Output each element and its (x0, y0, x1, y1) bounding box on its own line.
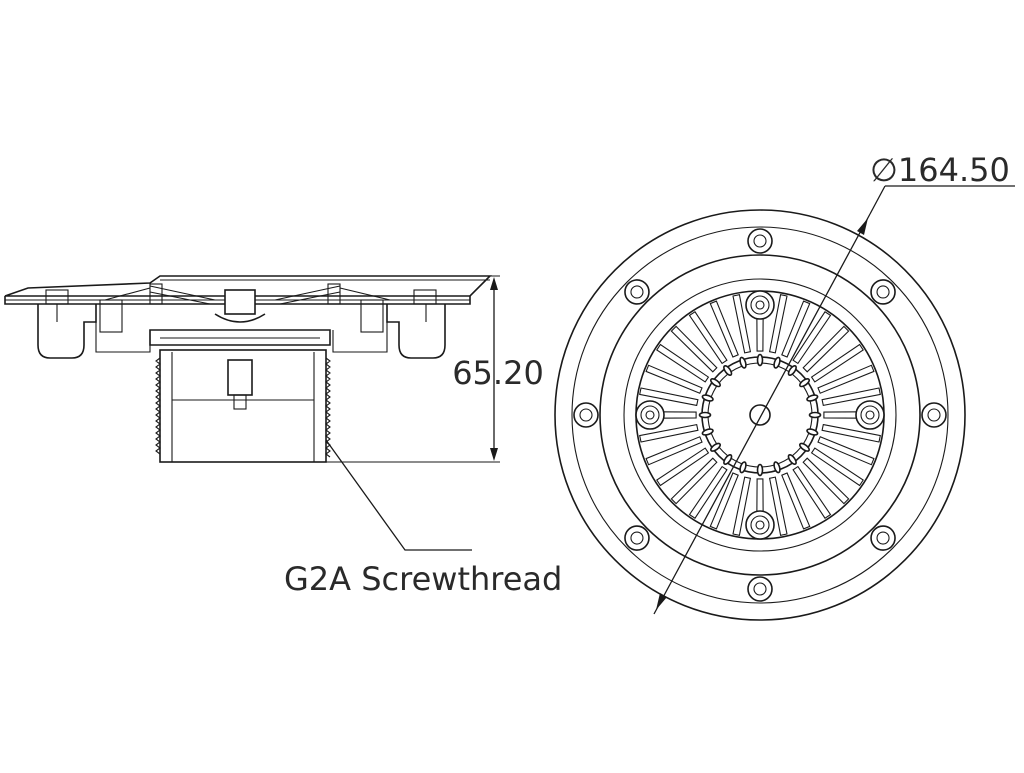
center-slot (798, 442, 810, 452)
grille-rib (781, 472, 811, 530)
grille-rib (781, 300, 811, 358)
center-slot (756, 353, 764, 367)
grille-rib (768, 476, 788, 536)
diameter-dimension-line (653, 213, 871, 615)
center-slots (698, 353, 822, 477)
grille-rib (656, 343, 710, 383)
grille-rib (802, 325, 850, 373)
grille-rib (670, 325, 718, 373)
mounting-hole (624, 525, 650, 551)
hub-cap (224, 289, 256, 315)
mounting-hole (624, 279, 650, 305)
bolt (227, 359, 253, 396)
threaded-body (159, 349, 327, 463)
grille-rib (645, 436, 703, 466)
screw-hole (745, 510, 775, 540)
inner-screw-holes (635, 290, 885, 540)
grille-rib (810, 343, 864, 383)
center-slot (710, 442, 722, 452)
side-view: 65.20 G2A Screwthread (4, 275, 562, 598)
grille-rib (639, 423, 699, 443)
grille-rib (688, 465, 728, 519)
center-slot (808, 411, 822, 419)
grille-rib (656, 447, 710, 487)
grille-rib (792, 311, 832, 365)
grille-rib (792, 465, 832, 519)
grille-rib (709, 472, 739, 530)
grille-rib (732, 476, 752, 536)
center-slot (709, 378, 721, 388)
left-clip (37, 304, 97, 359)
center-slot (739, 461, 747, 474)
grille-rib (639, 387, 699, 407)
front-view: ∅164.50 (554, 151, 1015, 621)
grille-rib (688, 311, 728, 365)
grille-rib (645, 364, 703, 394)
mounting-hole (747, 228, 773, 254)
center-slot (723, 454, 733, 466)
center-slot (806, 394, 819, 402)
mounting-hole (573, 402, 599, 428)
center-slot (756, 463, 764, 477)
diameter-dimension-label: ∅164.50 (870, 151, 1010, 189)
grille-rib (670, 457, 718, 505)
screw-hole (855, 400, 885, 430)
thread-callout-label: G2A Screwthread (284, 560, 562, 598)
outer-mounting-holes (573, 228, 947, 602)
outer-rim (554, 209, 966, 621)
grille-rib (802, 457, 850, 505)
center-slot (773, 461, 781, 474)
center-slot (698, 411, 712, 419)
thread-leader-line (325, 439, 472, 551)
center-slot (787, 454, 797, 466)
height-dimension-label: 65.20 (452, 354, 544, 392)
grille-rib (821, 387, 881, 407)
grille-rib (821, 423, 881, 443)
center-slot (701, 394, 714, 402)
center-hole (749, 404, 771, 426)
mounting-hole (921, 402, 947, 428)
center-slot (739, 356, 747, 369)
grille-rib (732, 294, 752, 354)
screw-hole (745, 290, 775, 320)
center-slot (799, 378, 811, 388)
mounting-hole (870, 279, 896, 305)
grille-rib (817, 436, 875, 466)
grille-rib (817, 364, 875, 394)
mounting-hole (747, 576, 773, 602)
grille-ribs (637, 292, 883, 538)
screw-hole (635, 400, 665, 430)
center-slot (773, 356, 781, 369)
right-clip (386, 304, 446, 359)
center-slot (723, 365, 733, 377)
grille-rib (768, 294, 788, 354)
center-slot (701, 428, 714, 436)
grille-rib (709, 300, 739, 358)
grille-rib (810, 447, 864, 487)
center-slot (787, 365, 797, 377)
center-slot (806, 428, 819, 436)
mounting-hole (870, 525, 896, 551)
